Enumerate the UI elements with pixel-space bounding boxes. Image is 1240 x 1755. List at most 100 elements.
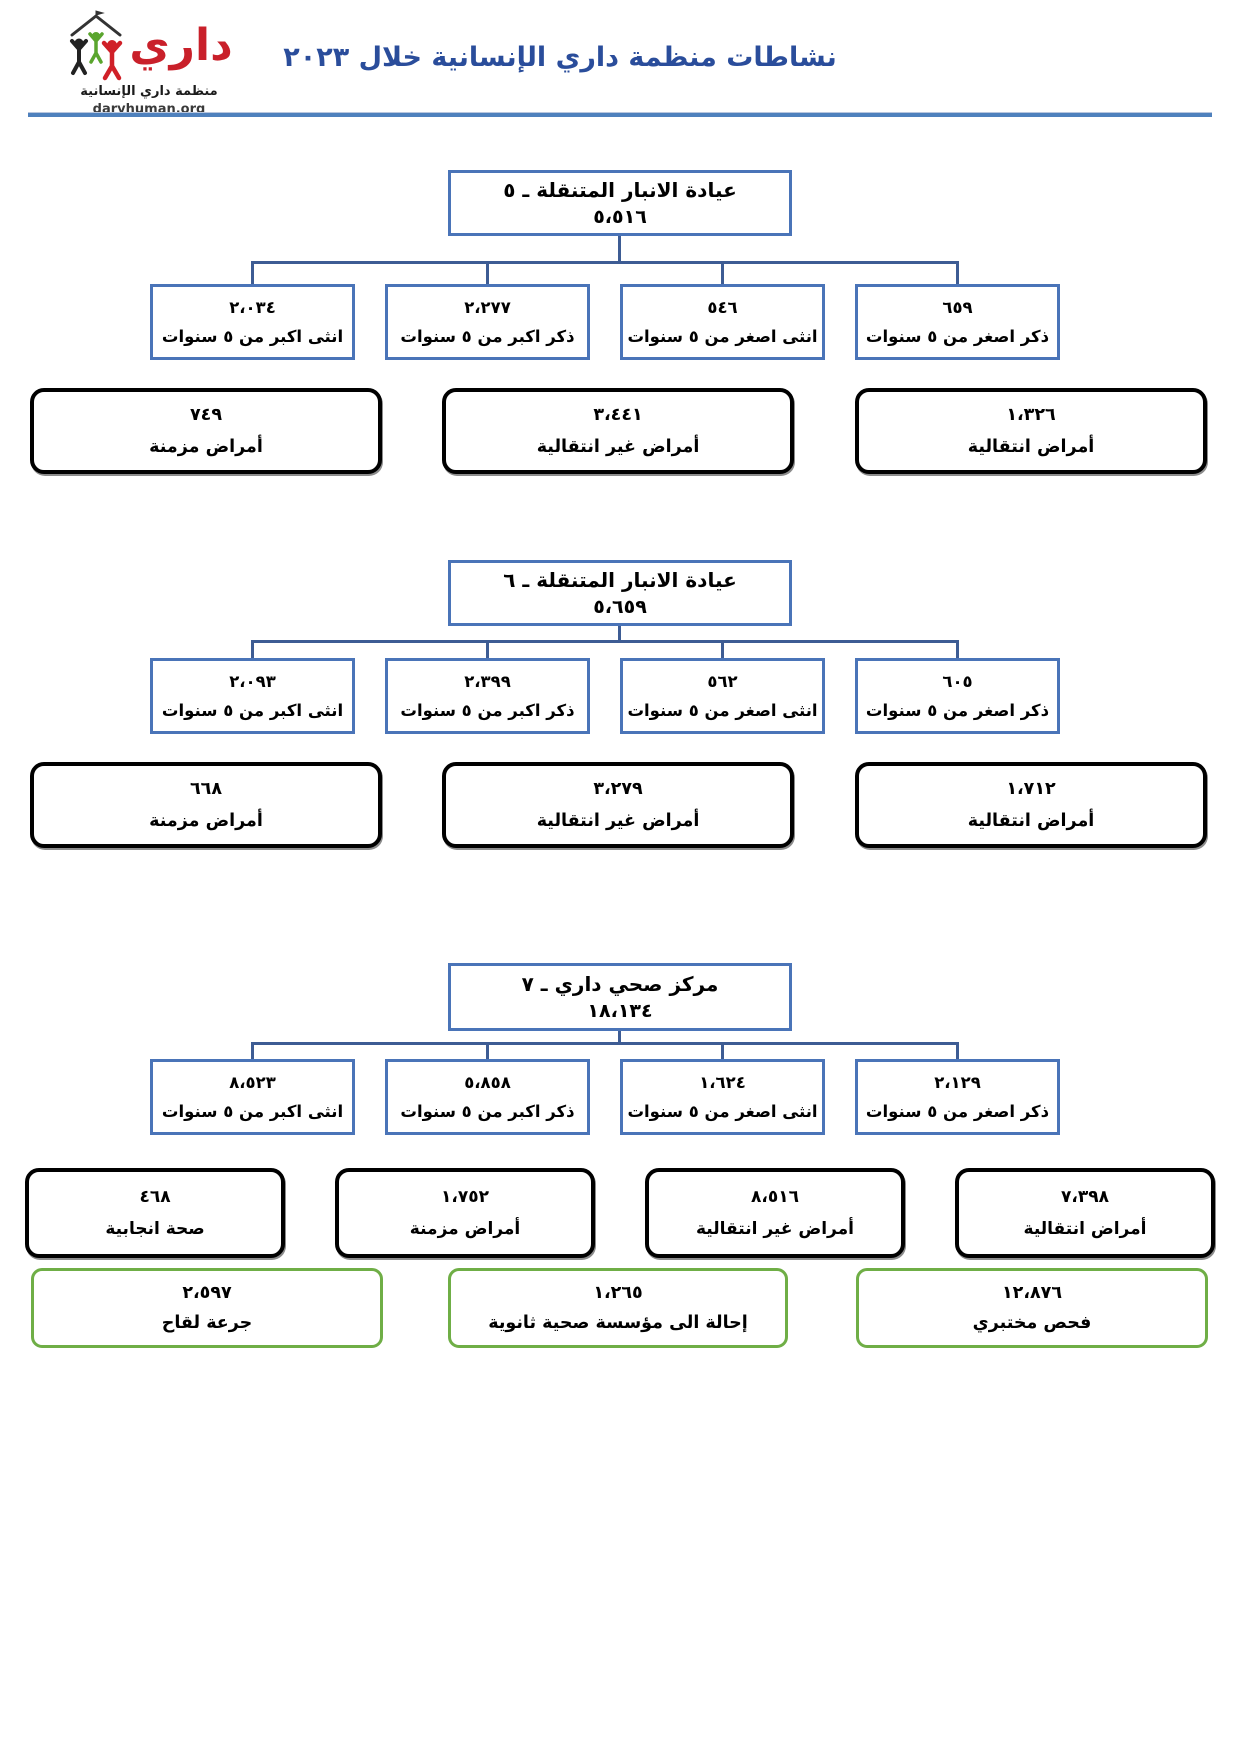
connector-line <box>721 1042 724 1059</box>
node-label: أمراض مزمنة <box>409 1219 521 1240</box>
node-male-over5: ٢،٣٩٩ ذكر اكبر من ٥ سنوات <box>385 658 590 734</box>
node-value: ٢،٠٩٣ <box>229 672 276 692</box>
node-value: ١،٦٢٤ <box>699 1073 746 1093</box>
connector-line <box>486 1042 489 1059</box>
node-label: أمراض مزمنة <box>149 436 263 457</box>
connector-line <box>251 640 959 643</box>
node-value: ٨،٥١٦ <box>751 1186 799 1207</box>
connector-line <box>486 640 489 658</box>
node-male-under5: ٦٠٥ ذكر اصغر من ٥ سنوات <box>855 658 1060 734</box>
node-label: أمراض غير انتقالية <box>536 810 700 831</box>
node-value: ١،٢٦٥ <box>593 1283 643 1303</box>
node-female-over5: ٢،٠٩٣ انثى اكبر من ٥ سنوات <box>150 658 355 734</box>
node-vaccine-dose: ٢،٥٩٧ جرعة لقاح <box>31 1268 383 1348</box>
node-label: أمراض غير انتقالية <box>696 1219 854 1240</box>
node-chronic-diseases: ٦٦٨ أمراض مزمنة <box>30 762 382 848</box>
node-female-over5: ٢،٠٣٤ انثى اكبر من ٥ سنوات <box>150 284 355 360</box>
node-label: أمراض انتقالية <box>967 436 1095 457</box>
tree1-root-node: عيادة الانبار المتنقلة ـ ٥ ٥،٥١٦ <box>448 170 792 236</box>
node-label: أمراض انتقالية <box>1023 1219 1147 1240</box>
node-label: انثى اصغر من ٥ سنوات <box>627 1101 818 1121</box>
node-value: ٢،٣٩٩ <box>464 672 511 692</box>
header-divider <box>28 112 1212 117</box>
tree2-root-node: عيادة الانبار المتنقلة ـ ٦ ٥،٦٥٩ <box>448 560 792 626</box>
node-noncommunicable-diseases: ٣،٢٧٩ أمراض غير انتقالية <box>442 762 794 848</box>
node-label: ذكر اصغر من ٥ سنوات <box>865 700 1050 720</box>
connector-line <box>618 236 621 263</box>
connector-line <box>251 261 254 284</box>
node-label: انثى اكبر من ٥ سنوات <box>161 326 344 346</box>
node-value: ١،٧١٢ <box>1006 779 1056 800</box>
connector-line <box>956 640 959 658</box>
tree3-root-node: مركز صحي داري ـ ٧ ١٨،١٣٤ <box>448 963 792 1031</box>
node-label: صحة انجابية <box>105 1219 205 1240</box>
node-chronic-diseases: ١،٧٥٢ أمراض مزمنة <box>335 1168 595 1258</box>
logo-org-name: منظمة داري الإنسانية <box>80 84 218 99</box>
node-male-under5: ٦٥٩ ذكر اصغر من ٥ سنوات <box>855 284 1060 360</box>
node-lab-test: ١٢،٨٧٦ فحص مختبري <box>856 1268 1208 1348</box>
node-value: ٣،٢٧٩ <box>593 779 643 800</box>
node-label: ذكر اكبر من ٥ سنوات <box>400 700 575 720</box>
node-label: ذكر اكبر من ٥ سنوات <box>400 1101 575 1121</box>
tree3-root-title: مركز صحي داري ـ ٧ <box>521 972 719 996</box>
node-value: ٢،٥٩٧ <box>182 1283 232 1303</box>
node-noncommunicable-diseases: ٨،٥١٦ أمراض غير انتقالية <box>645 1168 905 1258</box>
page-title: نشاطات منظمة داري الإنسانية خلال ٢٠٢٣ <box>283 42 837 73</box>
connector-line <box>721 640 724 658</box>
node-value: ١،٣٢٦ <box>1006 405 1056 426</box>
node-value: ١،٧٥٢ <box>441 1186 489 1207</box>
node-female-under5: ٥٤٦ انثى اصغر من ٥ سنوات <box>620 284 825 360</box>
node-value: ٢،٢٧٧ <box>464 298 511 318</box>
connector-line <box>956 261 959 284</box>
connector-line <box>956 1042 959 1059</box>
connector-line <box>251 261 959 264</box>
node-label: ذكر اصغر من ٥ سنوات <box>865 326 1050 346</box>
node-label: جرعة لقاح <box>161 1313 253 1333</box>
node-value: ٢،٠٣٤ <box>229 298 276 318</box>
connector-line <box>486 261 489 284</box>
node-label: انثى اكبر من ٥ سنوات <box>161 1101 344 1121</box>
node-value: ٥٦٢ <box>707 672 738 692</box>
tree2-root-value: ٥،٦٥٩ <box>593 595 647 618</box>
node-value: ٥،٨٥٨ <box>464 1073 511 1093</box>
node-label: فحص مختبري <box>972 1313 1092 1333</box>
logo-graphic: داري <box>58 10 240 82</box>
connector-line <box>721 261 724 284</box>
node-label: أمراض غير انتقالية <box>536 436 700 457</box>
node-label: أمراض انتقالية <box>967 810 1095 831</box>
connector-line <box>251 1042 254 1059</box>
node-label: انثى اكبر من ٥ سنوات <box>161 700 344 720</box>
node-value: ٤٦٨ <box>139 1186 171 1207</box>
logo-brand-text: داري <box>129 20 233 71</box>
node-value: ٨،٥٢٣ <box>229 1073 276 1093</box>
node-chronic-diseases: ٧٤٩ أمراض مزمنة <box>30 388 382 474</box>
connector-line <box>618 626 621 642</box>
node-label: ذكر اكبر من ٥ سنوات <box>400 326 575 346</box>
node-value: ٧٤٩ <box>189 405 223 426</box>
node-label: إحالة الى مؤسسة صحية ثانوية <box>488 1313 748 1333</box>
node-male-under5: ٢،١٢٩ ذكر اصغر من ٥ سنوات <box>855 1059 1060 1135</box>
tree1-root-title: عيادة الانبار المتنقلة ـ ٥ <box>503 178 737 203</box>
connector-line <box>251 1042 959 1045</box>
node-label: انثى اصغر من ٥ سنوات <box>627 326 818 346</box>
node-value: ١٢،٨٧٦ <box>1001 1283 1063 1303</box>
node-value: ٥٤٦ <box>707 298 738 318</box>
family-house-icon <box>70 10 123 81</box>
tree3-root-value: ١٨،١٣٤ <box>587 1000 653 1022</box>
node-label: أمراض مزمنة <box>149 810 263 831</box>
node-referral-secondary: ١،٢٦٥ إحالة الى مؤسسة صحية ثانوية <box>448 1268 788 1348</box>
node-female-over5: ٨،٥٢٣ انثى اكبر من ٥ سنوات <box>150 1059 355 1135</box>
connector-line <box>251 640 254 658</box>
node-male-over5: ٢،٢٧٧ ذكر اكبر من ٥ سنوات <box>385 284 590 360</box>
node-noncommunicable-diseases: ٣،٤٤١ أمراض غير انتقالية <box>442 388 794 474</box>
node-reproductive-health: ٤٦٨ صحة انجابية <box>25 1168 285 1258</box>
node-communicable-diseases: ٧،٣٩٨ أمراض انتقالية <box>955 1168 1215 1258</box>
node-value: ٢،١٢٩ <box>934 1073 981 1093</box>
node-value: ٣،٤٤١ <box>593 405 643 426</box>
node-value: ٦٦٨ <box>189 779 223 800</box>
node-label: ذكر اصغر من ٥ سنوات <box>865 1101 1050 1121</box>
connector-line <box>618 1031 621 1044</box>
node-value: ٦٥٩ <box>942 298 973 318</box>
node-female-under5: ٥٦٢ انثى اصغر من ٥ سنوات <box>620 658 825 734</box>
